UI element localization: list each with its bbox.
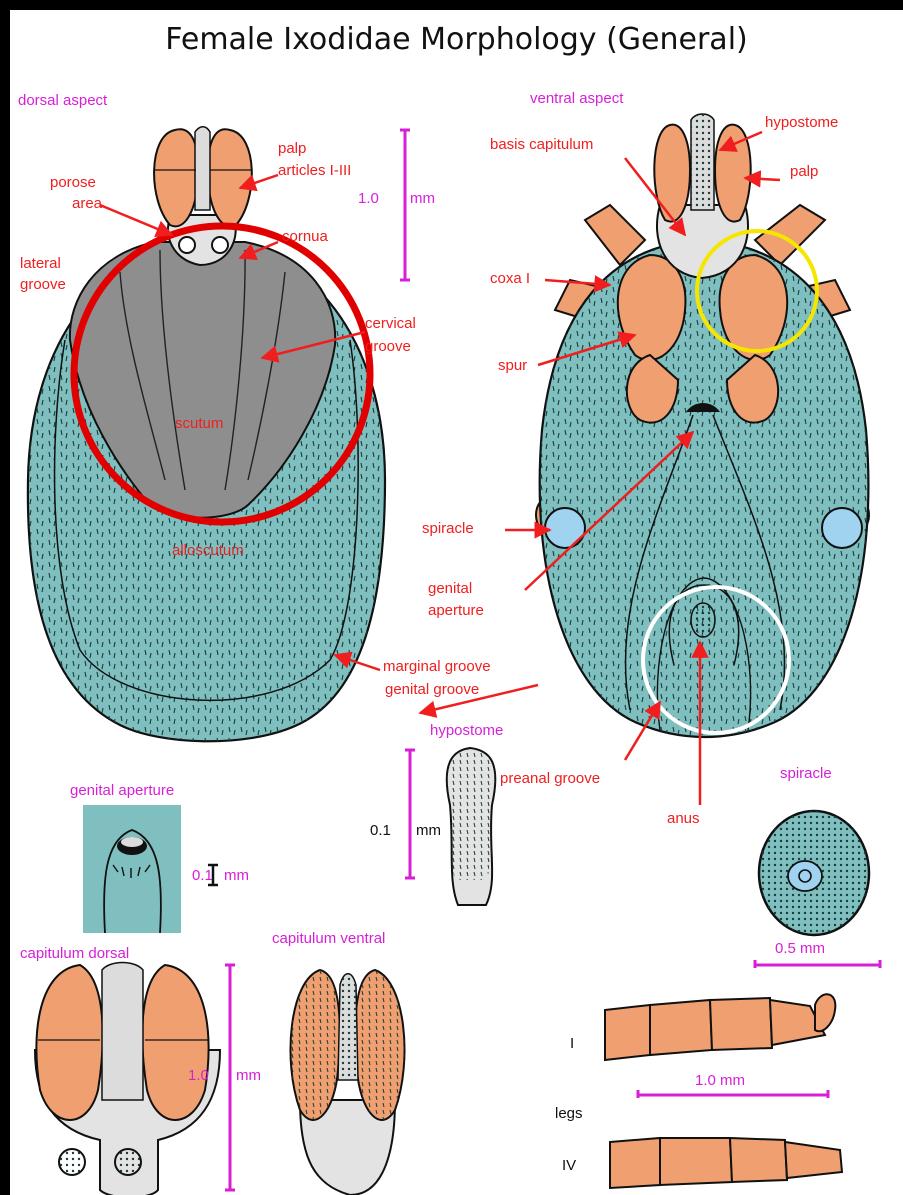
label-marginal-groove: marginal groove [383,658,491,675]
dorsal-scale-unit: mm [410,190,435,207]
label-articles: articles I-III [278,162,351,179]
dorsal-scale-value: 1.0 [358,190,379,207]
label-cornua: cornua [282,228,328,245]
label-palp: palp [278,140,306,157]
figure-panel: Female Ixodidae Morphology (General) [10,10,903,1195]
section-capitulum-ventral: capitulum ventral [272,930,385,947]
capitulum-scale-bar [225,965,235,1190]
hypostome-scale-unit: mm [416,822,441,839]
label-spur: spur [498,357,527,374]
label-anus: anus [667,810,700,827]
label-lateral: lateral [20,255,61,272]
label-basis-capitulum: basis capitulum [490,136,593,153]
label-cervical: cervical [365,315,416,332]
section-spiracle: spiracle [780,765,832,782]
section-hypostome: hypostome [430,722,503,739]
label-cervical-groove: groove [365,338,411,355]
leg-one-drawing [605,994,835,1060]
genital-aperture-detail [83,805,181,933]
leg-one-label: I [570,1035,574,1052]
label-ventral-palp: palp [790,163,818,180]
hypostome-detail [447,748,496,905]
hypostome-scale-value: 0.1 [370,822,391,839]
leg-four-label: IV [562,1157,576,1174]
genital-scale-unit: mm [224,867,249,884]
section-genital-aperture: genital aperture [70,782,174,799]
ventral-tick [536,114,869,737]
label-genital-groove: genital groove [385,681,479,698]
label-aperture: aperture [428,602,484,619]
label-scutum: scutum [175,415,223,432]
dorsal-tick [28,127,385,742]
dorsal-scale-bar [400,130,410,280]
label-lateral-groove: groove [20,276,66,293]
section-ventral-aspect: ventral aspect [530,90,623,107]
spiracle-scale-bar [755,960,880,968]
label-hypostome: hypostome [765,114,838,131]
capitulum-scale-unit: mm [236,1067,261,1084]
ventral-spiracle-right [822,508,862,548]
label-preanal-groove: preanal groove [500,770,600,787]
label-spiracle: spiracle [422,520,474,537]
label-alloscutum: alloscutum [172,542,244,559]
legs-scale-label: 1.0 mm [695,1072,745,1089]
leg-four-drawing [610,1138,842,1188]
section-capitulum-dorsal: capitulum dorsal [20,945,129,962]
label-area: area [72,195,102,212]
ventral-spiracle-left [545,508,585,548]
legs-label: legs [555,1105,583,1122]
hypostome-scale-bar [405,750,415,878]
legs-scale-bar [638,1090,828,1098]
capitulum-scale-value: 1.0 [188,1067,209,1084]
capitulum-ventral-drawing [290,970,404,1195]
spiracle-detail [759,811,869,935]
label-coxa: coxa I [490,270,530,287]
spiracle-scale-label: 0.5 mm [775,940,825,957]
genital-scale-value: 0.1 [192,867,213,884]
label-genital: genital [428,580,472,597]
label-porose: porose [50,174,96,191]
section-dorsal-aspect: dorsal aspect [18,92,107,109]
